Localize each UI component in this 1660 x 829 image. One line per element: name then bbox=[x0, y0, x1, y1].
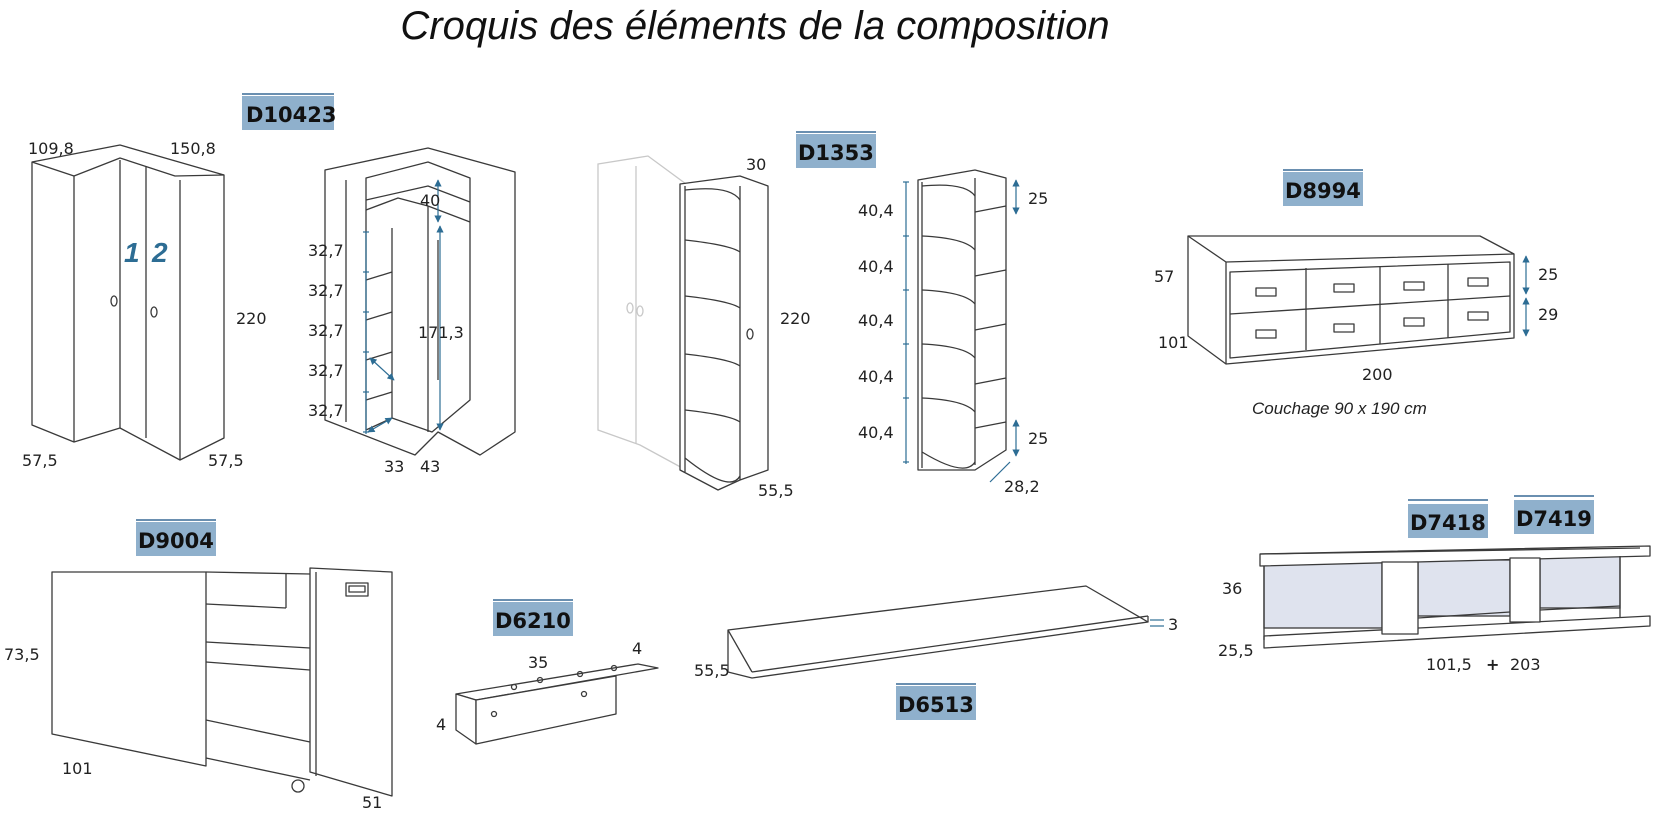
svg-text:D8994: D8994 bbox=[1285, 179, 1361, 203]
corner-shelf-width: 55,5 bbox=[758, 481, 794, 500]
bracket-height: 4 bbox=[436, 715, 446, 734]
desk-top-thickness: 3 bbox=[1168, 615, 1178, 634]
detail-top-right: 25 bbox=[1028, 189, 1048, 208]
wardrobe-depth-right: 57,5 bbox=[208, 451, 244, 470]
interior-top-shelf: 40 bbox=[420, 191, 440, 210]
code-label-d8994: D8994 bbox=[1283, 169, 1363, 206]
detail-spacing-4: 40,4 bbox=[858, 367, 894, 386]
detail-spacing-3: 40,4 bbox=[858, 311, 894, 330]
wardrobe-width-right: 150,8 bbox=[170, 139, 216, 158]
interior-spacing-2: 32,7 bbox=[308, 281, 344, 300]
svg-text:D7418: D7418 bbox=[1410, 511, 1486, 535]
interior-spacing-4: 32,7 bbox=[308, 361, 344, 380]
desk-unit-depth: 101 bbox=[62, 759, 93, 778]
interior-bottom-left: 33 bbox=[384, 457, 404, 476]
corner-shelf-depth: 30 bbox=[746, 155, 766, 174]
wall-shelf-plus: + bbox=[1486, 655, 1499, 674]
wall-shelf-width-a: 101,5 bbox=[1426, 655, 1472, 674]
page-title: Croquis des éléments de la composition bbox=[400, 4, 1110, 48]
interior-spacing-5: 32,7 bbox=[308, 401, 344, 420]
bracket-length: 35 bbox=[528, 653, 548, 672]
door-number-1: 1 bbox=[124, 237, 140, 268]
wardrobe-height: 220 bbox=[236, 309, 267, 328]
wardrobe-depth-left: 57,5 bbox=[22, 451, 58, 470]
code-label-d7419: D7419 bbox=[1514, 495, 1594, 534]
svg-text:D7419: D7419 bbox=[1516, 507, 1592, 531]
wall-shelf-depth: 25,5 bbox=[1218, 641, 1254, 660]
wall-shelf-width-b: 203 bbox=[1510, 655, 1541, 674]
wall-bracket bbox=[455, 663, 659, 745]
detail-spacing-1: 40,4 bbox=[858, 201, 894, 220]
bed-drawer-top: 25 bbox=[1538, 265, 1558, 284]
svg-text:D1353: D1353 bbox=[798, 141, 874, 165]
wall-shelf-unit bbox=[1259, 545, 1651, 649]
svg-text:D9004: D9004 bbox=[138, 529, 214, 553]
code-label-d10423: D10423 bbox=[242, 93, 337, 130]
code-label-d1353: D1353 bbox=[796, 131, 876, 168]
svg-text:D6210: D6210 bbox=[495, 609, 571, 633]
interior-spacing-1: 32,7 bbox=[308, 241, 344, 260]
door-number-2: 2 bbox=[151, 237, 168, 268]
svg-text:D10423: D10423 bbox=[246, 103, 337, 127]
detail-spacing-5: 40,4 bbox=[858, 423, 894, 442]
bracket-width: 4 bbox=[632, 639, 642, 658]
desk-unit-height: 73,5 bbox=[4, 645, 40, 664]
code-label-d6513: D6513 bbox=[896, 683, 976, 720]
corner-wardrobe-closed: 1 2 bbox=[31, 144, 225, 461]
bed-width: 200 bbox=[1362, 365, 1393, 384]
corner-wardrobe-interior bbox=[324, 147, 516, 456]
code-label-d7418: D7418 bbox=[1408, 499, 1488, 538]
code-label-d9004: D9004 bbox=[136, 519, 216, 556]
interior-spacing-3: 32,7 bbox=[308, 321, 344, 340]
wardrobe-width-left: 109,8 bbox=[28, 139, 74, 158]
bed-depth: 101 bbox=[1158, 333, 1189, 352]
svg-text:D6513: D6513 bbox=[898, 693, 974, 717]
interior-hanging-height: 171,3 bbox=[418, 323, 464, 342]
desk-unit-width: 51 bbox=[362, 793, 382, 812]
detail-bottom-right: 25 bbox=[1028, 429, 1048, 448]
corner-shelf-height: 220 bbox=[780, 309, 811, 328]
bed-with-drawers bbox=[1187, 235, 1530, 365]
corner-shelf-assembly bbox=[597, 155, 769, 491]
interior-bottom-right: 43 bbox=[420, 457, 440, 476]
desk-top-depth: 55,5 bbox=[694, 661, 730, 680]
detail-spacing-2: 40,4 bbox=[858, 257, 894, 276]
mobile-desk-unit bbox=[51, 567, 393, 797]
bed-height: 57 bbox=[1154, 267, 1174, 286]
wall-shelf-height: 36 bbox=[1222, 579, 1242, 598]
corner-shelf-detail bbox=[903, 169, 1020, 483]
detail-depth: 28,2 bbox=[1004, 477, 1040, 496]
bed-caption: Couchage 90 x 190 cm bbox=[1252, 399, 1427, 418]
code-label-d6210: D6210 bbox=[493, 599, 573, 636]
bed-drawer-bottom: 29 bbox=[1538, 305, 1558, 324]
desk-top-panel bbox=[727, 585, 1164, 679]
